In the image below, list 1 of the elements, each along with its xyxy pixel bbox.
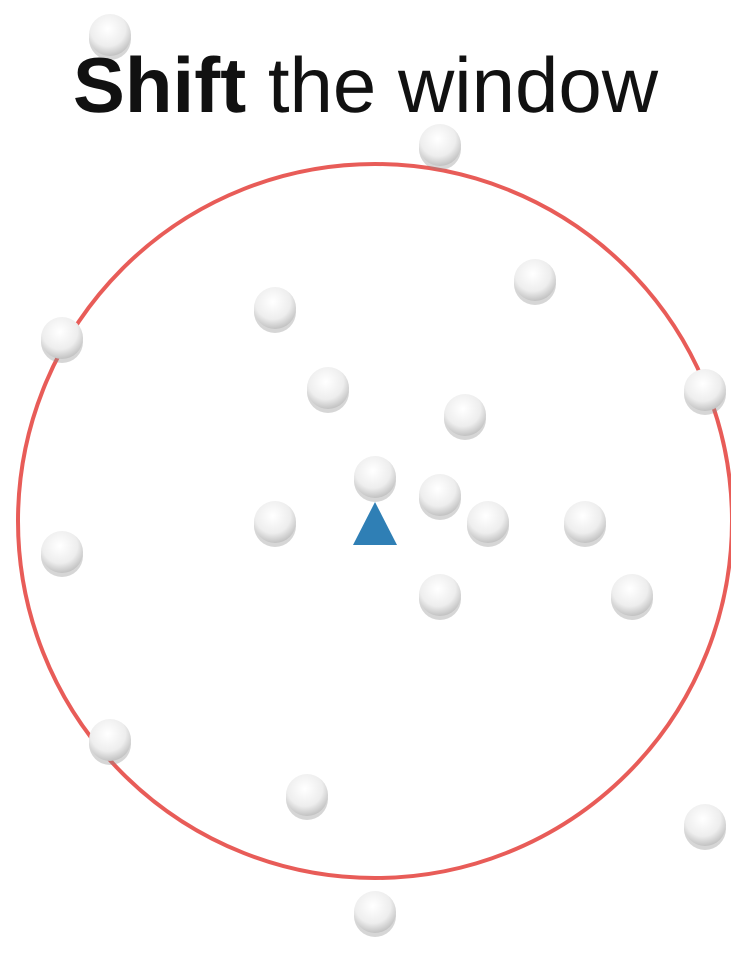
title: Shift the window — [72, 40, 660, 130]
